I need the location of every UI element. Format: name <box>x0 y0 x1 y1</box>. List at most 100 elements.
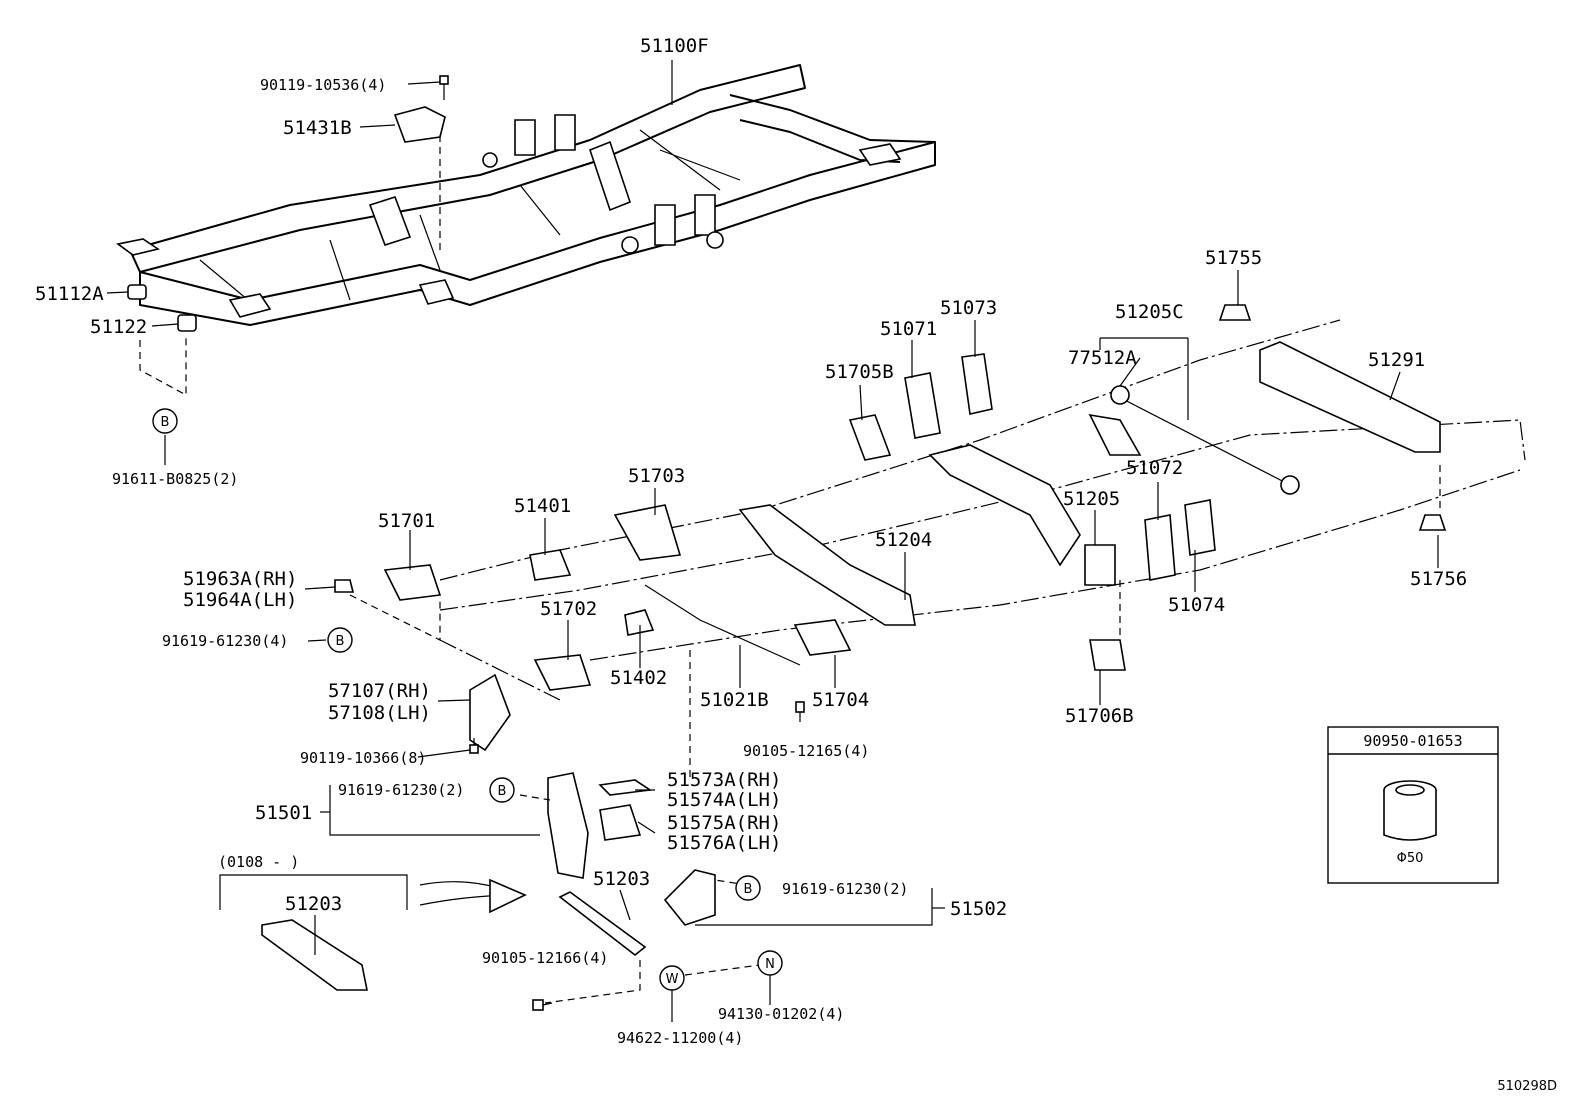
label-51575A: 51575A(RH) <box>667 812 781 834</box>
crossmember-51291 <box>1259 341 1441 453</box>
label-51204: 51204 <box>875 529 932 551</box>
leader-lines <box>106 60 1439 1022</box>
leader-51963A <box>349 594 441 641</box>
label-51072: 51072 <box>1126 457 1183 479</box>
label-90105-12166: 90105-12166(4) <box>482 949 608 967</box>
bushing-77512A <box>1110 385 1130 405</box>
inset-box: 90950-01653 Φ50 <box>1327 726 1499 884</box>
bushing-rod-end <box>1280 475 1300 495</box>
bracket-51431B <box>393 106 446 143</box>
leader-W-N <box>684 964 761 976</box>
rod-51205C <box>1114 394 1291 486</box>
plate-51573A <box>598 779 653 796</box>
label-94130-01202: 94130-01202(4) <box>718 1005 844 1023</box>
label-51502: 51502 <box>950 898 1007 920</box>
cushion-51122 <box>177 314 197 332</box>
label-51203-b: 51203 <box>593 868 650 890</box>
label-91619-61230-2a: 91619-61230(2) <box>338 781 464 799</box>
bracket-line-51205C <box>1099 337 1189 420</box>
svg-text:B: B <box>498 784 507 799</box>
leader-B3 <box>519 794 551 801</box>
label-51576A: 51576A(LH) <box>667 832 781 854</box>
bracket-57107 <box>469 673 511 752</box>
mount-51402 <box>624 609 655 636</box>
bracket-51073 <box>961 353 993 415</box>
label-51701: 51701 <box>378 510 435 532</box>
label-91619-61230-4: 91619-61230(4) <box>162 632 288 650</box>
cable-51021B <box>644 584 801 666</box>
bracket-51703 <box>613 504 682 561</box>
bolt-90105-12166 <box>532 999 553 1011</box>
label-51203-a: 51203 <box>285 893 342 915</box>
bracket-51072 <box>1144 514 1176 581</box>
label-51021B: 51021B <box>700 689 769 711</box>
bracket-77512A <box>1088 413 1142 456</box>
label-94622-11200: 94622-11200(4) <box>617 1029 743 1047</box>
label-51073: 51073 <box>940 297 997 319</box>
frame-assembly-51100F <box>116 64 936 326</box>
bracket-line-51501 <box>329 785 540 836</box>
label-51205C: 51205C <box>1115 301 1184 323</box>
clip-51963A <box>334 579 355 593</box>
mount-51401 <box>529 549 572 581</box>
label-51291: 51291 <box>1368 349 1425 371</box>
label-90119-10536: 90119-10536(4) <box>260 76 386 94</box>
bolt-90119-10366 <box>469 738 479 754</box>
mount-51702 <box>533 654 592 691</box>
leader-B4 <box>714 879 761 888</box>
label-77512A: 77512A <box>1068 347 1137 369</box>
date-range-label: (0108 - ) <box>218 853 299 871</box>
svg-text:W: W <box>666 972 679 987</box>
label-51703: 51703 <box>628 465 685 487</box>
label-51402: 51402 <box>610 667 667 689</box>
label-51100F: 51100F <box>640 35 709 57</box>
label-51573A: 51573A(RH) <box>667 769 781 791</box>
bolt-90105-12165 <box>795 701 805 722</box>
label-51756: 51756 <box>1410 568 1467 590</box>
inset-part-number: 90950-01653 <box>1363 732 1462 750</box>
mount-51706B <box>1089 639 1126 671</box>
bracket-51074 <box>1184 499 1216 556</box>
callout-B-2: B <box>327 627 353 653</box>
label-51574A: 51574A(LH) <box>667 789 781 811</box>
svg-text:N: N <box>765 957 775 972</box>
label-51431B: 51431B <box>283 117 352 139</box>
crossmember-51205-end <box>1084 544 1116 586</box>
mount-51705B <box>848 414 892 461</box>
leader-51122 <box>139 338 187 397</box>
label-51963A: 51963A(RH) <box>183 568 297 590</box>
callout-B-3: B <box>489 777 515 803</box>
label-57108: 57108(LH) <box>328 702 431 724</box>
callout-B-1: B <box>152 408 178 434</box>
label-51964A: 51964A(LH) <box>183 589 297 611</box>
label-90119-10366: 90119-10366(8) <box>300 749 426 767</box>
label-51112A: 51112A <box>35 283 104 305</box>
bracket-51502 <box>663 869 716 926</box>
label-91619-61230-2b: 91619-61230(2) <box>782 880 908 898</box>
date-range-bracket <box>219 874 408 910</box>
arrow-head <box>489 878 527 914</box>
label-51205: 51205 <box>1063 488 1120 510</box>
mount-51701 <box>383 564 442 601</box>
crossmember-51205 <box>928 444 1081 567</box>
clip-51755 <box>1218 304 1252 321</box>
label-51702: 51702 <box>540 598 597 620</box>
label-51755: 51755 <box>1205 247 1262 269</box>
bracket-51501 <box>547 772 589 879</box>
label-51706B: 51706B <box>1065 705 1134 727</box>
mount-51704 <box>793 619 852 656</box>
inset-dimension: Φ50 <box>1397 851 1424 866</box>
label-51704: 51704 <box>812 689 869 711</box>
bracket-line-51502 <box>695 888 933 926</box>
bracket-51071 <box>904 372 941 439</box>
label-51122: 51122 <box>90 316 147 338</box>
label-51401: 51401 <box>514 495 571 517</box>
svg-text:B: B <box>336 634 345 649</box>
member-51203-b <box>558 891 647 957</box>
callout-N: N <box>757 950 783 976</box>
label-51074: 51074 <box>1168 594 1225 616</box>
bolt-90119-10536 <box>439 75 449 100</box>
label-91611-B0825: 91611-B0825(2) <box>112 470 238 488</box>
